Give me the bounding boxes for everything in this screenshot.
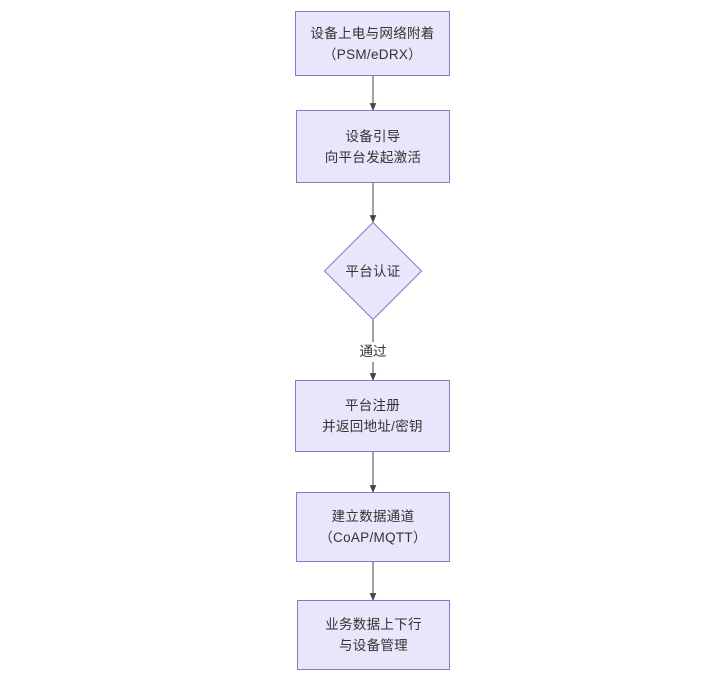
data-channel-node[interactable]: 建立数据通道 （CoAP/MQTT） [296,492,450,562]
device-power-on-node-label: 设备上电与网络附着 （PSM/eDRX） [310,25,435,62]
platform-auth-decision-node[interactable]: 平台认证 [324,222,422,320]
service-data-node-label: 业务数据上下行 与设备管理 [325,617,422,653]
data-channel-node-label: 建立数据通道 （CoAP/MQTT） [319,509,427,545]
device-power-on-node[interactable]: 设备上电与网络附着 （PSM/eDRX） [295,11,450,76]
platform-register-node-label: 平台注册 并返回地址/密钥 [322,398,423,434]
device-bootstrap-node[interactable]: 设备引导 向平台发起激活 [296,110,450,183]
service-data-node[interactable]: 业务数据上下行 与设备管理 [297,600,450,670]
platform-auth-decision-node-label: 平台认证 [345,263,401,279]
edge-auth-to-register-label: 通过 [356,342,390,362]
platform-register-node[interactable]: 平台注册 并返回地址/密钥 [295,380,450,452]
device-bootstrap-node-label: 设备引导 向平台发起激活 [324,128,422,165]
